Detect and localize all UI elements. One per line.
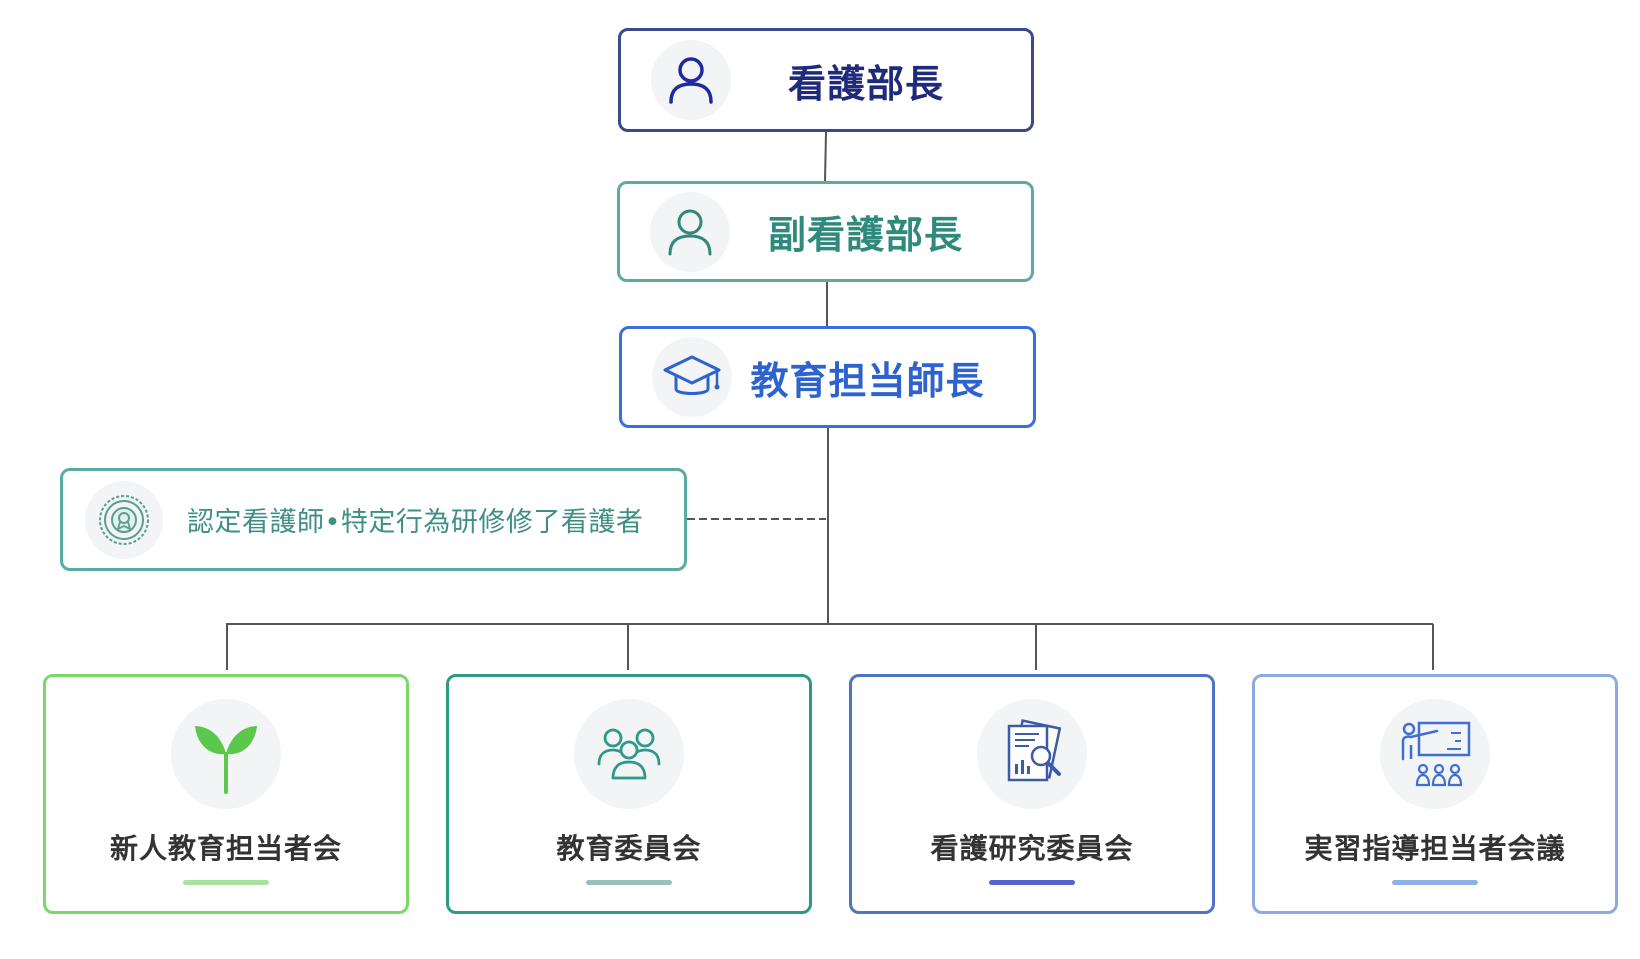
graduation-cap-icon <box>652 337 732 417</box>
node-label: 教育委員会 <box>556 832 702 865</box>
node-certified-nurses: 認定看護師•特定行為研修修了看護者 <box>60 468 687 571</box>
person-icon <box>650 191 730 272</box>
research-document-icon <box>977 699 1087 809</box>
node-practicum-instructor-meeting: 実習指導担当者会議 <box>1252 674 1618 914</box>
node-education-committee: 教育委員会 <box>446 674 812 914</box>
node-label: 新人教育担当者会 <box>109 832 342 865</box>
person-icon <box>651 40 731 120</box>
node-label: 教育担当師長 <box>750 358 985 403</box>
accent-underline <box>183 880 269 885</box>
node-nursing-research-committee: 看護研究委員会 <box>849 674 1215 914</box>
accent-underline <box>586 880 672 885</box>
node-label: 認定看護師•特定行為研修修了看護者 <box>187 507 644 538</box>
connector-director-deputy <box>824 131 827 182</box>
node-label: 看護部長 <box>787 61 944 106</box>
node-newcomer-education-council: 新人教育担当者会 <box>43 674 409 914</box>
node-deputy-director: 副看護部長 <box>617 181 1034 282</box>
node-label: 実習指導担当者会議 <box>1304 832 1566 865</box>
accent-underline <box>989 880 1075 885</box>
accent-underline <box>1392 880 1478 885</box>
node-label: 副看護部長 <box>767 213 963 257</box>
group-icon <box>574 699 684 809</box>
sprout-icon <box>171 699 281 809</box>
node-education-head-nurse: 教育担当師長 <box>619 326 1036 428</box>
teaching-board-icon <box>1380 699 1490 809</box>
node-nursing-director: 看護部長 <box>618 28 1034 132</box>
certificate-badge-icon <box>85 480 163 559</box>
node-label: 看護研究委員会 <box>930 832 1134 865</box>
